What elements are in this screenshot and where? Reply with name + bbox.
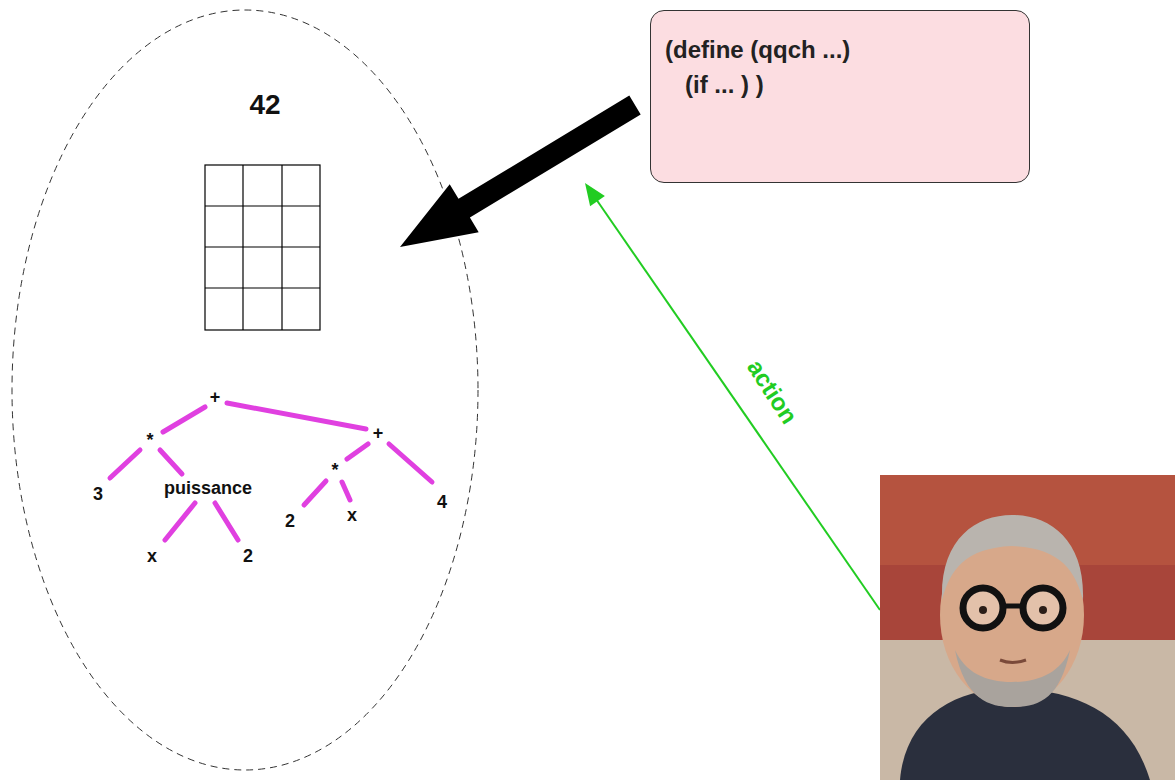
person-photo: [880, 475, 1175, 780]
tree-operator: *: [331, 461, 338, 481]
action-arrow: [400, 96, 641, 247]
tree-operator: *: [146, 431, 153, 451]
code-line: (define (qqch ...): [665, 33, 1015, 68]
tree-branches: [110, 403, 432, 540]
green-arrow: [585, 183, 880, 610]
tree-leaf: x: [347, 506, 357, 526]
tree-operator: +: [210, 388, 221, 408]
tree-leaf: 2: [285, 512, 295, 532]
tree-function: puissance: [164, 479, 252, 499]
table-grid: [205, 165, 320, 330]
tree-leaf: 2: [243, 547, 253, 567]
memory-region: [12, 10, 478, 770]
action-label: action: [742, 355, 803, 429]
code-box: (define (qqch ...)(if ... ) ): [650, 10, 1030, 183]
tree-operator: +: [373, 424, 384, 444]
value-number: 42: [249, 90, 280, 121]
tree-leaf: 3: [93, 485, 103, 505]
tree-leaf: 4: [437, 493, 447, 513]
code-line: (if ... ) ): [665, 68, 1015, 103]
tree-leaf: x: [147, 547, 157, 567]
